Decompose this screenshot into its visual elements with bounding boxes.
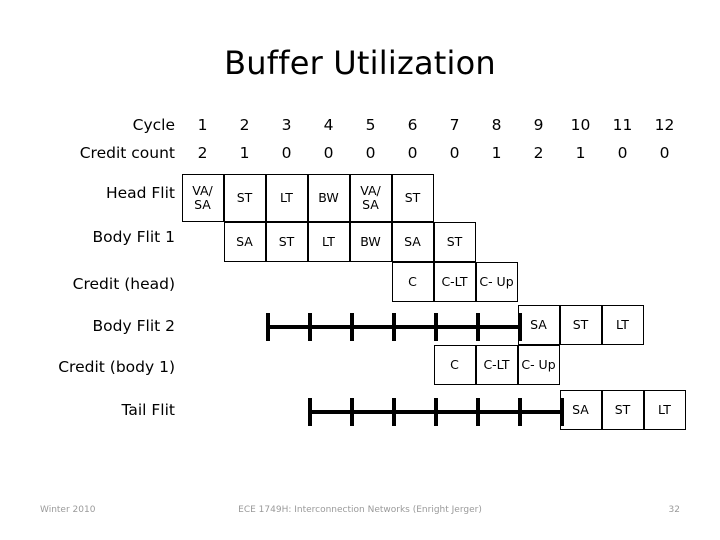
cycle-number-4: 4 bbox=[323, 116, 334, 134]
row-label-head-flit: Head Flit bbox=[105, 184, 175, 202]
stage-cell-tail-flit-cycle-10: SA bbox=[559, 390, 602, 430]
credit-count-cycle-6: 0 bbox=[407, 144, 418, 162]
timeline-tick bbox=[349, 398, 354, 426]
timeline-tick bbox=[307, 313, 312, 341]
stage-cell-credit-head-cycle-7: C-LT bbox=[433, 262, 476, 302]
timeline-tick bbox=[349, 313, 354, 341]
timeline-tick bbox=[265, 313, 270, 341]
row-label-tail-flit: Tail Flit bbox=[121, 401, 175, 419]
stage-cell-body-flit-1-cycle-7: ST bbox=[433, 222, 476, 262]
timeline-tick bbox=[391, 398, 396, 426]
stage-cell-tail-flit-cycle-11: ST bbox=[601, 390, 644, 430]
credit-count-cycle-1: 2 bbox=[197, 144, 208, 162]
stage-cell-head-flit-cycle-5: VA/ SA bbox=[349, 174, 392, 222]
cycle-number-8: 8 bbox=[491, 116, 502, 134]
timeline-tick bbox=[517, 313, 522, 341]
credit-count-cycle-7: 0 bbox=[449, 144, 460, 162]
credit-count-row-label: Credit count bbox=[79, 144, 175, 162]
stage-cell-body-flit-1-cycle-4: LT bbox=[307, 222, 350, 262]
credit-count-cycle-2: 1 bbox=[239, 144, 250, 162]
cycle-number-3: 3 bbox=[281, 116, 292, 134]
cycle-row-label: Cycle bbox=[132, 116, 175, 134]
footer-term: Winter 2010 bbox=[40, 505, 96, 515]
row-label-credit-body-1: Credit (body 1) bbox=[58, 358, 175, 376]
cycle-number-7: 7 bbox=[449, 116, 460, 134]
credit-count-cycle-8: 1 bbox=[491, 144, 502, 162]
footer-course: ECE 1749H: Interconnection Networks (Enr… bbox=[238, 505, 482, 515]
stage-cell-head-flit-cycle-6: ST bbox=[391, 174, 434, 222]
cycle-number-11: 11 bbox=[612, 116, 633, 134]
row-label-body-flit-2: Body Flit 2 bbox=[92, 317, 175, 335]
stage-cell-credit-body-1-cycle-7: C bbox=[433, 345, 476, 385]
stage-cell-tail-flit-cycle-12: LT bbox=[643, 390, 686, 430]
row-label-body-flit-1: Body Flit 1 bbox=[92, 228, 175, 246]
credit-count-cycle-4: 0 bbox=[323, 144, 334, 162]
stage-cell-body-flit-2-cycle-11: LT bbox=[601, 305, 644, 345]
stage-cell-body-flit-1-cycle-2: SA bbox=[223, 222, 266, 262]
credit-count-cycle-5: 0 bbox=[365, 144, 376, 162]
stage-cell-body-flit-2-cycle-9: SA bbox=[517, 305, 560, 345]
cycle-number-10: 10 bbox=[570, 116, 591, 134]
timeline-tick bbox=[475, 313, 480, 341]
page-title: Buffer Utilization bbox=[224, 44, 496, 82]
footer-page-number: 32 bbox=[668, 505, 680, 515]
stage-cell-head-flit-cycle-3: LT bbox=[265, 174, 308, 222]
cycle-number-1: 1 bbox=[197, 116, 208, 134]
stage-cell-credit-body-1-cycle-9: C- Up bbox=[517, 345, 560, 385]
credit-count-cycle-12: 0 bbox=[659, 144, 670, 162]
stage-cell-head-flit-cycle-1: VA/ SA bbox=[181, 174, 224, 222]
timeline-tick bbox=[307, 398, 312, 426]
stage-cell-body-flit-1-cycle-6: SA bbox=[391, 222, 434, 262]
timeline-tick bbox=[559, 398, 564, 426]
timeline-tick bbox=[391, 313, 396, 341]
row-label-credit-head: Credit (head) bbox=[72, 275, 175, 293]
credit-count-cycle-11: 0 bbox=[617, 144, 628, 162]
credit-count-cycle-9: 2 bbox=[533, 144, 544, 162]
cycle-number-2: 2 bbox=[239, 116, 250, 134]
timeline-tick bbox=[475, 398, 480, 426]
slide-footer: Winter 2010 ECE 1749H: Interconnection N… bbox=[0, 505, 720, 525]
timeline-tick bbox=[517, 398, 522, 426]
timeline-tick bbox=[433, 313, 438, 341]
credit-count-cycle-10: 1 bbox=[575, 144, 586, 162]
cycle-number-5: 5 bbox=[365, 116, 376, 134]
timeline-tick bbox=[433, 398, 438, 426]
stage-cell-credit-head-cycle-6: C bbox=[391, 262, 434, 302]
cycle-number-9: 9 bbox=[533, 116, 544, 134]
stage-cell-head-flit-cycle-2: ST bbox=[223, 174, 266, 222]
cycle-number-6: 6 bbox=[407, 116, 418, 134]
stage-cell-body-flit-2-cycle-10: ST bbox=[559, 305, 602, 345]
cycle-number-12: 12 bbox=[654, 116, 675, 134]
stage-cell-body-flit-1-cycle-3: ST bbox=[265, 222, 308, 262]
stage-cell-body-flit-1-cycle-5: BW bbox=[349, 222, 392, 262]
stage-cell-head-flit-cycle-4: BW bbox=[307, 174, 350, 222]
stage-cell-credit-body-1-cycle-8: C-LT bbox=[475, 345, 518, 385]
stage-cell-credit-head-cycle-8: C- Up bbox=[475, 262, 518, 302]
credit-count-cycle-3: 0 bbox=[281, 144, 292, 162]
